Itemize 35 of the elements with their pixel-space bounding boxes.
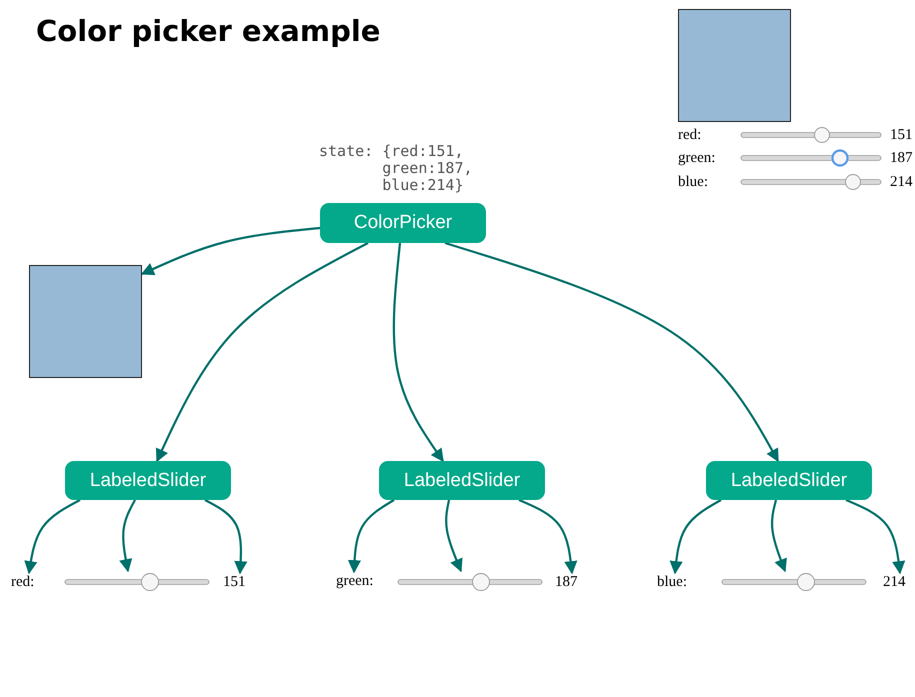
component-box: LabeledSlider <box>706 461 872 500</box>
arrow <box>156 242 368 462</box>
slider-label: 214 <box>883 573 913 591</box>
slider <box>396 571 544 593</box>
state-annotation: state: {red:151, green:187, blue:214} <box>319 143 474 194</box>
slider-value: 214 <box>890 173 912 191</box>
slider-label: blue: <box>678 173 708 191</box>
arrow <box>140 226 320 276</box>
slider-label: 187 <box>555 573 585 591</box>
color-swatch <box>29 265 142 378</box>
slider-label: red: <box>678 126 702 144</box>
arrow <box>204 499 248 574</box>
slider <box>63 571 211 593</box>
slider-value: 151 <box>890 126 912 144</box>
arrow <box>670 499 722 574</box>
component-box: ColorPicker <box>320 203 486 243</box>
arrow <box>119 499 136 572</box>
arrow <box>846 498 906 574</box>
slider-label: 151 <box>223 573 253 591</box>
arrow <box>24 499 81 574</box>
title: Color picker example <box>36 14 380 48</box>
slider-label: blue: <box>657 573 695 591</box>
slider-label: green: <box>336 572 384 590</box>
arrow <box>348 499 395 574</box>
arrow <box>445 500 462 572</box>
arrow <box>770 500 787 572</box>
component-box: LabeledSlider <box>65 461 231 500</box>
slider-label: green: <box>678 149 716 167</box>
slider-label: red: <box>11 573 43 591</box>
slider <box>720 571 868 593</box>
arrow <box>444 242 779 462</box>
arrow <box>392 242 444 462</box>
slider-value: 187 <box>890 149 912 167</box>
arrow <box>518 498 578 574</box>
component-box: LabeledSlider <box>379 461 545 500</box>
